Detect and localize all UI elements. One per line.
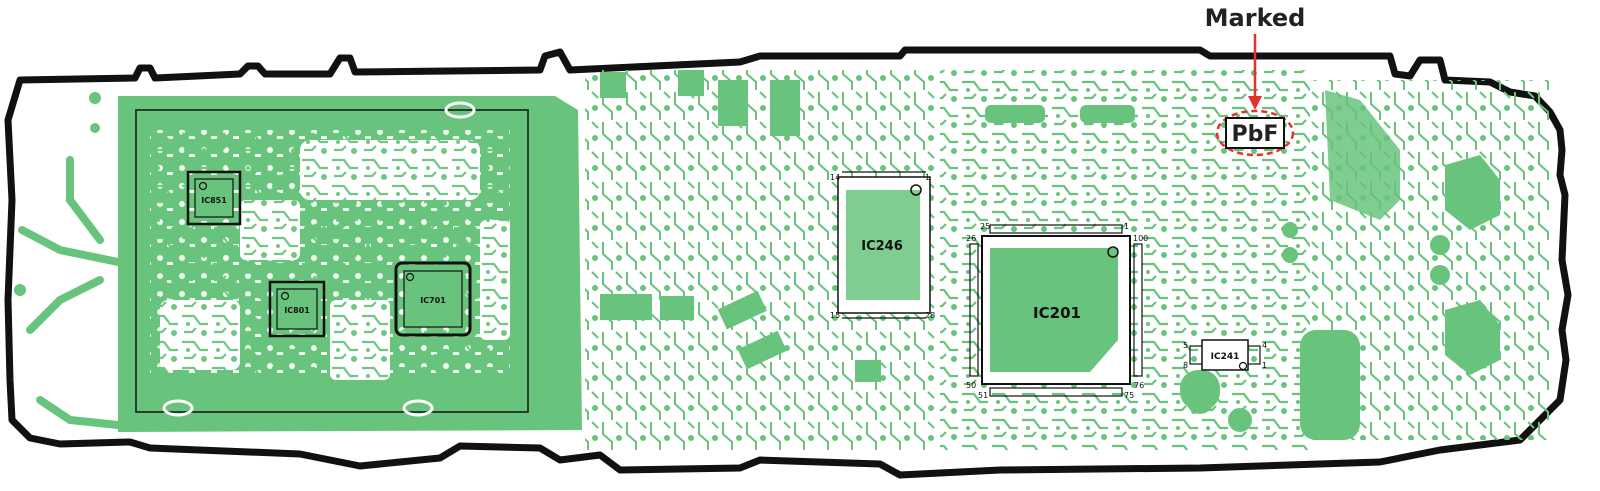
ic201-pin-1: 1	[1124, 222, 1129, 231]
ic201-pin-100: 100	[1133, 234, 1148, 243]
ic241-label: IC241	[1211, 352, 1240, 362]
ic241: IC241 5 4 8 1	[1183, 339, 1267, 371]
ic241-pin-5: 5	[1183, 341, 1188, 350]
ic201-pin-76: 76	[1134, 381, 1144, 390]
ic246-pin-15: 15	[830, 311, 840, 320]
left-traces	[18, 156, 122, 429]
ic246: IC246 14 1 15 28	[830, 171, 935, 320]
ic801-label: IC801	[284, 306, 310, 315]
ic801: IC801	[268, 280, 326, 338]
ic246-pin-14: 14	[830, 173, 840, 182]
ic246-label: IC246	[861, 239, 903, 254]
copper-pads-middle	[600, 70, 1220, 410]
ic701-label: IC701	[420, 296, 446, 305]
ic201-pin-51: 51	[978, 391, 988, 400]
ic201: IC201 25 1 26 100 50 76 51 75	[966, 222, 1148, 400]
ic241-pin-8: 8	[1183, 361, 1188, 370]
ic246-pin-28: 28	[925, 311, 935, 320]
ic201-pin-75: 75	[1124, 391, 1134, 400]
pbf-marking-text: PbF	[1232, 122, 1279, 147]
board-outline	[4, 46, 1572, 479]
ic201-pin-25: 25	[980, 222, 990, 231]
shield-frame	[135, 109, 529, 413]
ic201-pin-50: 50	[966, 381, 976, 390]
ic246-pin-1: 1	[925, 173, 930, 182]
ic241-pin-1: 1	[1262, 361, 1267, 370]
ic701: IC701	[394, 261, 472, 337]
ic201-pin-26: 26	[966, 234, 976, 243]
copper-pads-right	[1186, 90, 1500, 440]
ic851: IC851	[186, 170, 242, 226]
marked-annotation: Marked PbF	[1205, 4, 1306, 157]
ic851-label: IC851	[201, 196, 227, 205]
pbf-marking-box	[1225, 117, 1285, 149]
ic241-pin-4: 4	[1262, 341, 1267, 350]
marking-circle	[1215, 109, 1295, 157]
marked-label: Marked	[1205, 4, 1306, 32]
ic201-label: IC201	[1033, 304, 1081, 322]
